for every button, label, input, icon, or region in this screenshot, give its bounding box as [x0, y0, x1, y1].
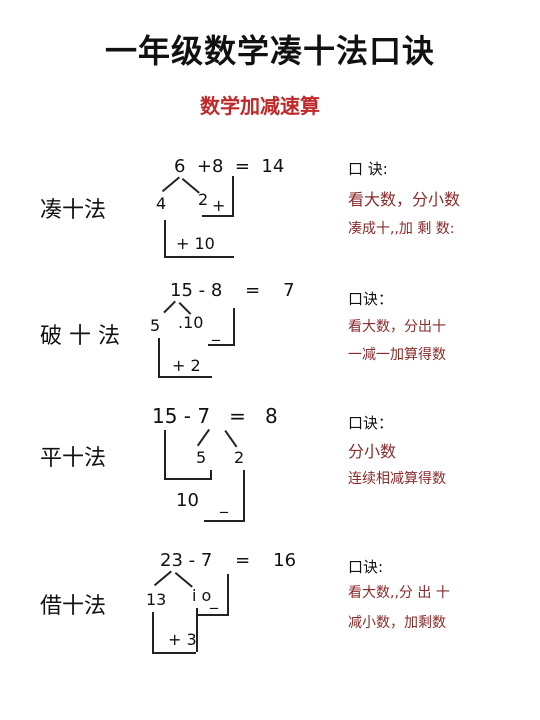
bottom-value: + 10 — [176, 234, 215, 253]
split-right-number: .10 — [178, 313, 204, 332]
method-block-po-shi: 破 十 法 15 - 8 = 7 5 .10 _ + 2 口诀： 看大数，分出十… — [0, 278, 540, 418]
bottom-value: + 2 — [172, 356, 201, 375]
inner-bracket-bottom — [198, 614, 228, 616]
bracket-bottom-line — [164, 478, 212, 480]
tip-line-1: 看大数，分小数 — [348, 190, 461, 209]
tip-line-2: 凑成十,,加 剩 数: — [348, 221, 455, 237]
bottom-value: + 3 — [168, 630, 197, 649]
lower-bracket-bottom — [204, 520, 245, 522]
split-right-number: 2 — [234, 448, 245, 467]
bracket-left-line — [164, 430, 166, 480]
equation: 15 - 8 = 7 — [170, 280, 295, 301]
page-subtitle: 数学加减速算 — [200, 94, 320, 118]
method-block-jie-shi: 借十法 23 - 7 = 16 13 i o _ + 3 口诀: 看大数,,分 … — [0, 546, 540, 686]
split-right-number: 2 — [198, 190, 209, 209]
bracket-bottom-line — [164, 256, 234, 258]
equation: 23 - 7 = 16 — [160, 550, 297, 571]
method-block-cou-shi: 凑十法 6 +8 = 14 4 2 + + 10 口 诀: 看大数，分小数 凑成… — [0, 150, 540, 290]
tip-header: 口诀： — [348, 290, 394, 308]
method-name: 凑十法 — [40, 198, 107, 223]
method-block-ping-shi: 平十法 15 - 7 = 8 5 2 10 _ 口诀： 分小数 连续相减算得数 — [0, 400, 540, 540]
tip-header: 口诀: — [348, 558, 384, 576]
split-left-number: 5 — [150, 316, 161, 335]
tip-line-2: 减小数，加剩数 — [348, 615, 446, 631]
bracket-right-line — [243, 470, 245, 522]
split-left-number: 13 — [146, 590, 167, 609]
split-line-left — [163, 300, 176, 314]
bracket-right-line — [232, 176, 234, 216]
tip-header: 口诀： — [348, 414, 394, 432]
tip-header: 口 诀: — [348, 160, 388, 178]
split-line-right — [224, 430, 238, 448]
split-line-right — [174, 572, 193, 588]
bracket-right-line — [233, 308, 235, 346]
bracket-right-line — [227, 574, 229, 616]
split-left-number: 4 — [156, 194, 167, 213]
inner-operator: + — [212, 196, 226, 215]
method-name: 借十法 — [40, 594, 107, 619]
equation: 15 - 7 = 8 — [152, 404, 278, 428]
page-title: 一年级数学凑十法口诀 — [104, 32, 435, 70]
inner-operator: _ — [212, 322, 220, 341]
split-right-number: i o — [192, 586, 212, 605]
method-name: 平十法 — [40, 446, 107, 471]
tip-line-2: 连续相减算得数 — [348, 471, 446, 487]
equation: 6 +8 = 14 — [174, 156, 285, 177]
tip-line-2: 一减一加算得数 — [348, 347, 446, 363]
tip-line-1: 看大数，分出十 — [348, 319, 446, 335]
bracket-left-line — [152, 612, 154, 654]
split-line-left — [153, 570, 172, 587]
bracket-mid-line — [210, 470, 212, 480]
tip-line-1: 看大数,,分 出 十 — [348, 585, 450, 601]
inner-operator: _ — [210, 590, 218, 609]
bracket-left-line — [158, 338, 160, 378]
inner-bracket-bottom — [208, 344, 234, 346]
bracket-bottom-line — [152, 652, 196, 654]
split-line-left — [161, 176, 180, 193]
inner-bracket-left — [196, 608, 198, 652]
bracket-bottom-line — [158, 376, 212, 378]
method-name: 破 十 法 — [40, 324, 120, 349]
split-left-number: 5 — [196, 448, 207, 467]
tip-line-1: 分小数 — [348, 442, 397, 461]
split-line-left — [196, 428, 210, 447]
bottom-operator: _ — [220, 494, 228, 513]
inner-bracket-bottom — [202, 215, 234, 217]
bottom-value: 10 — [176, 490, 199, 511]
bracket-left-line — [164, 220, 166, 258]
